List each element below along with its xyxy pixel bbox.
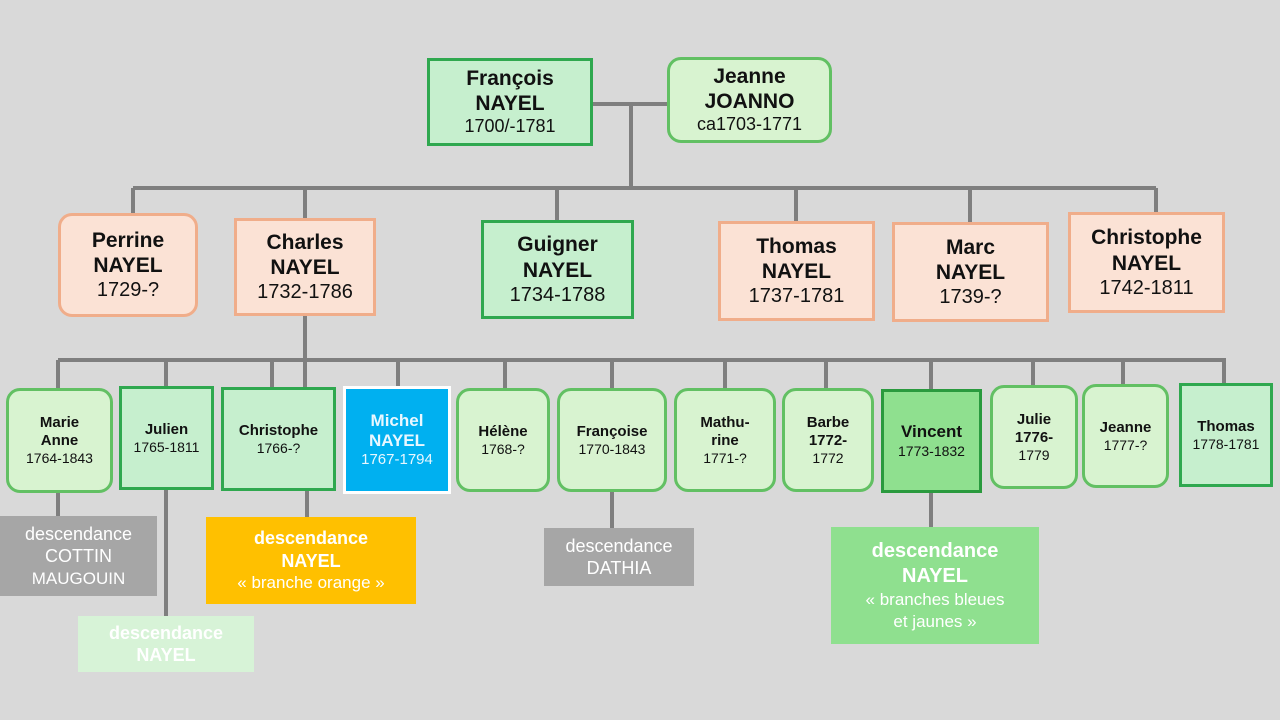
descendance-label: descendance xyxy=(24,523,133,544)
first-name: Barbe xyxy=(806,413,850,431)
last-name: Anne xyxy=(40,432,79,450)
person-guigner-nayel[interactable]: Guigner NAYEL 1734-1788 xyxy=(481,220,634,319)
dates: 1729-? xyxy=(96,279,160,302)
person-perrine-nayel[interactable]: Perrine NAYEL 1729-? xyxy=(58,213,198,317)
first-name: Jeanne xyxy=(713,65,786,89)
person-thomas-nayel[interactable]: Thomas NAYEL 1737-1781 xyxy=(718,221,875,321)
first-name: Christophe xyxy=(238,421,319,439)
last-name: NAYEL xyxy=(368,431,426,450)
last-name: rine xyxy=(711,431,739,449)
person-francoise[interactable]: Françoise 1770-1843 xyxy=(557,388,667,492)
last-name: 1772- xyxy=(808,431,848,449)
dates: 1764-1843 xyxy=(26,450,93,467)
person-mathurine[interactable]: Mathu- rine 1771-? xyxy=(674,388,776,492)
dates: 1773-1832 xyxy=(898,442,965,459)
person-vincent[interactable]: Vincent 1773-1832 xyxy=(881,389,982,493)
first-name: Jeanne xyxy=(1099,418,1152,436)
first-name: Marie xyxy=(39,414,80,432)
dates: 1778-1781 xyxy=(1192,435,1260,452)
descendance-family: NAYEL xyxy=(136,645,196,665)
first-name: Julien xyxy=(144,420,189,438)
dates: 1768-? xyxy=(481,440,525,457)
descendance-cottin-maugouin: descendance COTTIN MAUGOUIN xyxy=(0,516,157,596)
dates: ca1703-1771 xyxy=(696,114,803,135)
descendance-nayel-julien: descendance NAYEL xyxy=(78,616,254,672)
first-name: Michel xyxy=(370,410,424,430)
descendance-label: descendance xyxy=(253,528,369,549)
descendance-branch-2: et jaunes » xyxy=(893,611,977,631)
first-name: Marc xyxy=(945,235,996,259)
dates: 1700/-1781 xyxy=(464,116,556,137)
descendance-branch: « branches bleues xyxy=(865,590,1005,610)
dates: 1772 xyxy=(812,449,844,466)
descendance-family: NAYEL xyxy=(281,550,341,571)
descendance-family-2: MAUGOUIN xyxy=(31,568,126,588)
descendance-dathia: descendance DATHIA xyxy=(544,528,694,586)
person-jeanne-joanno[interactable]: Jeanne JOANNO ca1703-1771 xyxy=(667,57,832,143)
person-marie-anne[interactable]: Marie Anne 1764-1843 xyxy=(6,388,113,493)
first-name: François xyxy=(466,67,554,91)
dates: 1732-1786 xyxy=(257,281,353,304)
person-christophe-nayel[interactable]: Christophe NAYEL 1742-1811 xyxy=(1068,212,1225,313)
last-name: NAYEL xyxy=(1111,251,1182,275)
descendance-nayel-branche-orange: descendance NAYEL « branche orange » xyxy=(206,517,416,604)
descendance-family: DATHIA xyxy=(586,558,652,578)
last-name: NAYEL xyxy=(761,260,832,283)
dates: 1739-? xyxy=(939,286,1002,309)
first-name: Perrine xyxy=(91,228,165,252)
descendance-label: descendance xyxy=(108,622,224,643)
first-name: Hélène xyxy=(478,422,528,440)
last-name: NAYEL xyxy=(522,258,593,282)
dates: 1779 xyxy=(1018,446,1050,463)
person-michel-nayel[interactable]: Michel NAYEL 1767-1794 xyxy=(343,386,451,494)
first-name: Guigner xyxy=(517,233,598,257)
dates: 1766-? xyxy=(256,439,301,456)
dates: 1737-1781 xyxy=(748,285,845,308)
last-name: NAYEL xyxy=(935,261,1006,284)
person-thomas[interactable]: Thomas 1778-1781 xyxy=(1179,383,1273,487)
person-francois-nayel[interactable]: François NAYEL 1700/-1781 xyxy=(427,58,593,146)
last-name: 1776- xyxy=(1014,428,1054,446)
first-name: Thomas xyxy=(1197,417,1255,435)
descendance-label: descendance xyxy=(565,535,673,556)
dates: 1770-1843 xyxy=(578,440,646,457)
dates: 1742-1811 xyxy=(1099,276,1194,299)
first-name: Julie xyxy=(1016,410,1052,428)
descendance-label: descendance xyxy=(871,540,999,563)
descendance-family: NAYEL xyxy=(902,565,968,588)
dates: 1734-1788 xyxy=(509,283,606,306)
descendance-family: COTTIN xyxy=(45,546,112,567)
first-name: Vincent xyxy=(900,422,963,442)
person-helene[interactable]: Hélène 1768-? xyxy=(456,388,550,492)
first-name: Charles xyxy=(266,230,344,254)
person-julien[interactable]: Julien 1765-1811 xyxy=(119,386,214,490)
last-name: NAYEL xyxy=(475,92,545,116)
person-christophe[interactable]: Christophe 1766-? xyxy=(221,387,336,491)
person-jeanne[interactable]: Jeanne 1777-? xyxy=(1082,384,1169,488)
dates: 1765-1811 xyxy=(133,438,200,455)
descendance-branch: « branche orange » xyxy=(237,573,385,593)
first-name: Christophe xyxy=(1091,226,1202,250)
last-name: NAYEL xyxy=(93,254,163,277)
dates: 1767-1794 xyxy=(361,451,433,469)
last-name: JOANNO xyxy=(704,90,795,114)
descendance-nayel-branches-bleues-jaunes: descendance NAYEL « branches bleues et j… xyxy=(831,527,1039,644)
dates: 1777-? xyxy=(1103,436,1148,453)
person-charles-nayel[interactable]: Charles NAYEL 1732-1786 xyxy=(234,218,376,316)
dates: 1771-? xyxy=(703,449,747,466)
last-name: NAYEL xyxy=(270,256,340,279)
person-barbe[interactable]: Barbe 1772- 1772 xyxy=(782,388,874,492)
first-name: Mathu- xyxy=(700,413,750,431)
first-name: Françoise xyxy=(576,422,648,440)
person-marc-nayel[interactable]: Marc NAYEL 1739-? xyxy=(892,222,1049,322)
person-julie[interactable]: Julie 1776- 1779 xyxy=(990,385,1078,489)
first-name: Thomas xyxy=(756,234,837,258)
